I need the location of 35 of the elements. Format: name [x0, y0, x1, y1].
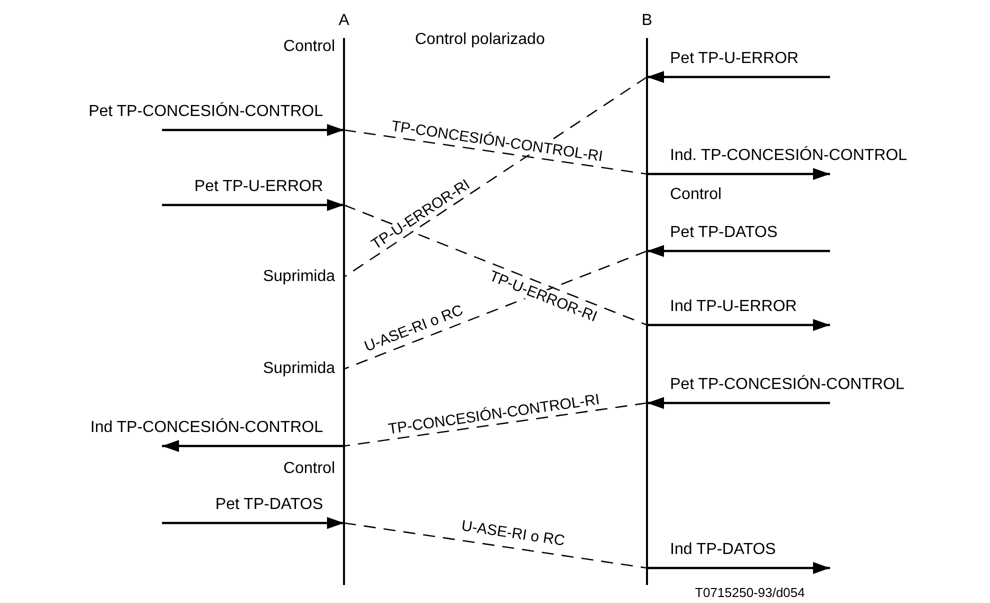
lifeline-label: A — [338, 12, 350, 30]
state-note: Control polarizado — [415, 30, 545, 50]
message-label: Ind TP-DATOS — [670, 540, 776, 560]
message-label: Pet TP-CONCESIÓN-CONTROL — [88, 102, 323, 122]
dashed-line — [344, 129, 648, 175]
message-arrow — [647, 319, 830, 331]
state-note: Suprimida — [262, 267, 335, 287]
message-arrow — [162, 440, 344, 452]
dashed-line — [344, 250, 648, 370]
message-arrow — [162, 517, 344, 529]
state-note: Control — [670, 185, 722, 205]
message-label: Pet TP-U-ERROR — [670, 49, 799, 69]
message-label: Pet TP-DATOS — [670, 223, 778, 243]
lifeline-label: B — [640, 12, 654, 30]
state-note: Control — [283, 459, 335, 479]
message-label: Ind TP-U-ERROR — [670, 297, 797, 317]
state-note: Control — [283, 37, 335, 57]
dashed-line — [344, 76, 648, 278]
message-label: Pet TP-DATOS — [215, 495, 323, 515]
message-arrow — [647, 562, 830, 574]
message-arrow — [647, 168, 830, 180]
message-arrow — [162, 124, 344, 136]
message-label: Ind. TP-CONCESIÓN-CONTROL — [670, 146, 908, 166]
message-label: Ind TP-CONCESIÓN-CONTROL — [90, 418, 323, 438]
message-label: Pet TP-CONCESIÓN-CONTROL — [670, 375, 904, 395]
message-label: Pet TP-U-ERROR — [194, 177, 323, 197]
figure-code: T0715250-93/d054 — [695, 584, 805, 602]
dashed-line — [344, 402, 648, 447]
dashed-line — [344, 204, 648, 326]
dashed-line — [344, 522, 648, 569]
message-arrow — [647, 245, 830, 257]
message-arrow — [162, 199, 344, 211]
message-arrow — [647, 71, 830, 83]
message-arrow — [647, 397, 830, 409]
state-note: Suprimida — [262, 359, 335, 379]
